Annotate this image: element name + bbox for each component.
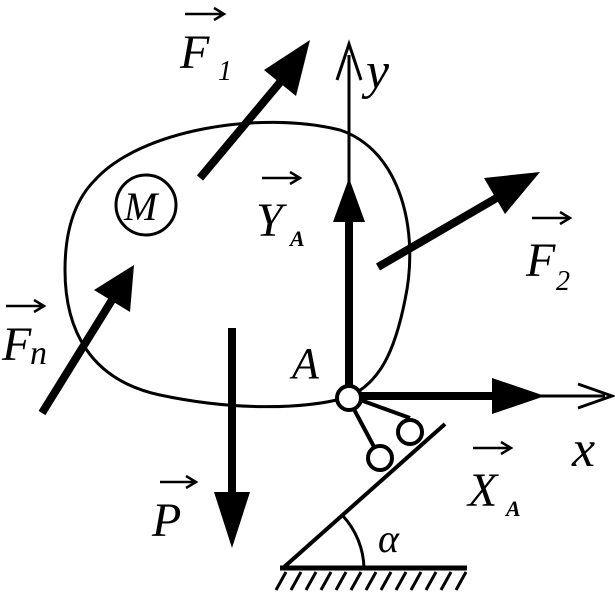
force-f1-arrow	[196, 40, 310, 181]
svg-text:Y: Y	[256, 194, 287, 247]
force-f2-arrow	[375, 172, 540, 271]
label-f1: F 1	[179, 6, 232, 87]
label-y-axis: y	[361, 43, 390, 100]
label-f2: F 2	[525, 210, 573, 297]
svg-text:F: F	[1, 318, 32, 371]
label-fn: F n	[1, 298, 47, 372]
label-point-a: A	[289, 339, 320, 388]
roller-support	[335, 384, 424, 472]
svg-text:F: F	[525, 234, 556, 287]
reaction-y-arrow	[333, 178, 365, 395]
svg-text:A: A	[504, 496, 521, 521]
inclined-plane	[274, 422, 468, 591]
label-moment: M	[123, 184, 160, 229]
svg-text:P: P	[151, 494, 181, 547]
moment-circle	[114, 173, 178, 237]
label-p: P	[151, 474, 199, 547]
weight-p-arrow	[214, 328, 250, 548]
label-x-axis: x	[571, 421, 595, 478]
angle-arc	[341, 514, 366, 569]
label-xa: X A	[466, 440, 521, 521]
reaction-x-arrow	[349, 378, 545, 414]
svg-text:F: F	[179, 26, 210, 79]
label-alpha: α	[378, 516, 400, 561]
rigid-body-outline	[63, 120, 412, 409]
force-fn-arrow	[38, 265, 134, 416]
label-ya: Y A	[256, 170, 305, 251]
svg-text:A: A	[288, 226, 305, 251]
svg-text:n: n	[30, 335, 47, 372]
svg-text:X: X	[466, 464, 499, 517]
svg-text:1: 1	[218, 56, 232, 87]
svg-text:2: 2	[556, 266, 570, 297]
